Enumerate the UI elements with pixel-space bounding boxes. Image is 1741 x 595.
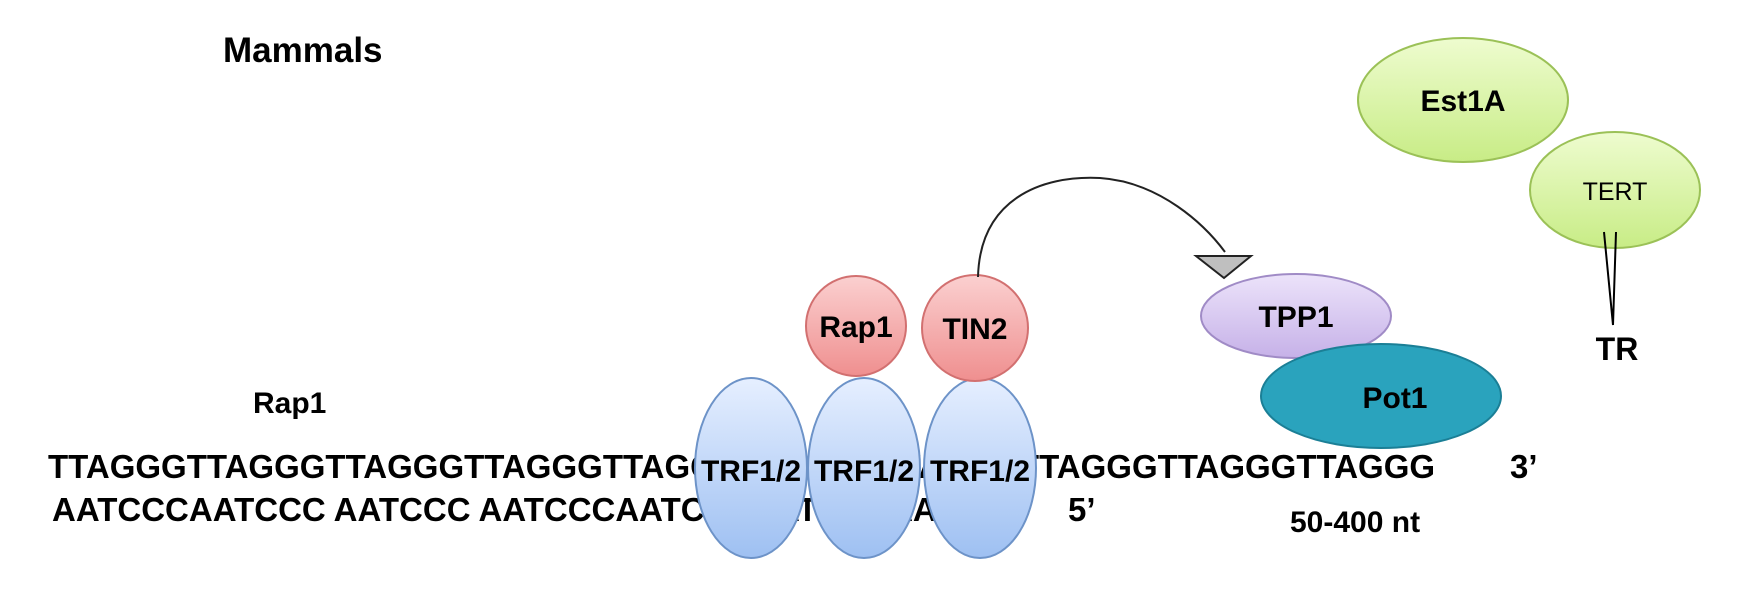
rap1-protein: Rap1	[805, 275, 907, 377]
overhang-length-label: 50-400 nt	[1290, 506, 1420, 539]
trf1-2-label-1: TRF1/2	[701, 455, 801, 488]
rap1-label: Rap1	[819, 311, 892, 344]
tpp1-protein: TPP1	[1200, 273, 1392, 359]
pot1-label: Pot1	[1362, 382, 1427, 415]
pot1-protein: Pot1	[1260, 343, 1502, 449]
rap1-side-label: Rap1	[253, 387, 326, 420]
trf1-2-label-2: TRF1/2	[814, 455, 914, 488]
tpp1-label: TPP1	[1258, 301, 1333, 334]
trf1-2-protein-2: TRF1/2	[807, 377, 921, 559]
trf1-2-protein-3: TRF1/2	[923, 377, 1037, 559]
trf1-2-protein-1: TRF1/2	[694, 377, 808, 559]
trf1-2-label-3: TRF1/2	[930, 455, 1030, 488]
tin2-protein: TIN2	[921, 274, 1029, 382]
tert-protein: TERT	[1529, 131, 1701, 249]
est1a-label: Est1A	[1420, 85, 1505, 118]
tr-label: TR	[1596, 331, 1639, 367]
tr-rna-strand	[1603, 231, 1617, 326]
bottom-strand-5-prime-end: 5’	[1068, 491, 1096, 528]
est1a-protein: Est1A	[1357, 37, 1569, 163]
tin2-label: TIN2	[942, 313, 1007, 346]
top-strand-3-prime-end: 3’	[1510, 448, 1538, 485]
tert-label: TERT	[1583, 178, 1648, 206]
tin2-to-tpp1-arrow	[977, 176, 1254, 280]
diagram-title: Mammals	[223, 31, 383, 70]
